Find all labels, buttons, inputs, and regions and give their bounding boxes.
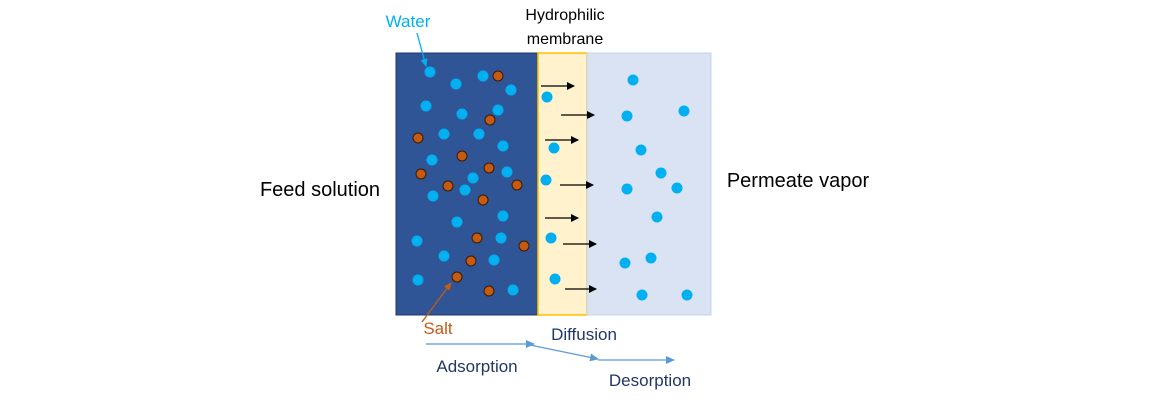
- water-pointer-line: [416, 32, 428, 67]
- water-dot: [651, 211, 663, 223]
- water-dot: [467, 172, 479, 184]
- diffusion-arrow: [529, 344, 599, 362]
- water-dot: [497, 210, 509, 222]
- water-dot: [426, 154, 438, 166]
- water-dot: [492, 104, 504, 116]
- salt-dot: [415, 168, 427, 180]
- salt-dot: [492, 70, 504, 82]
- water-dot: [412, 274, 424, 286]
- water-dot: [497, 140, 509, 152]
- water-dot: [507, 284, 519, 296]
- water-dot: [545, 232, 557, 244]
- salt-pointer-line: [421, 282, 452, 323]
- water-dot: [438, 250, 450, 262]
- salt-dot: [511, 179, 523, 191]
- salt-dot: [456, 150, 468, 162]
- adsorption-label: Adsorption: [436, 357, 517, 376]
- salt-dot: [442, 180, 454, 192]
- salt-dot: [451, 271, 463, 283]
- diffusion-label: Diffusion: [551, 325, 617, 344]
- water-dot: [678, 105, 690, 117]
- permeate-region: [586, 52, 712, 316]
- flux-arrows: [541, 82, 597, 293]
- water-dot: [495, 232, 507, 244]
- water-molecules-permeate: [619, 74, 693, 301]
- water-dot: [451, 216, 463, 228]
- salt-ions-feed: [412, 70, 530, 297]
- salt-dot: [484, 114, 496, 126]
- water-molecules-membrane: [540, 91, 561, 285]
- water-dot: [450, 78, 462, 90]
- desorption-label: Desorption: [609, 371, 691, 390]
- water-dot: [621, 110, 633, 122]
- water-dot: [505, 84, 517, 96]
- water-dot: [671, 182, 683, 194]
- water-dot: [619, 257, 631, 269]
- water-dot: [636, 289, 648, 301]
- water-label: Water: [386, 12, 431, 31]
- salt-dot: [471, 232, 483, 244]
- water-dot: [488, 254, 500, 266]
- membrane-label-line2: membrane: [527, 31, 604, 48]
- water-dot: [540, 174, 552, 186]
- feed-solution-label: Feed solution: [260, 179, 380, 201]
- water-dot: [549, 273, 561, 285]
- water-dot: [655, 167, 667, 179]
- water-dot: [473, 128, 485, 140]
- water-dot: [645, 252, 657, 264]
- water-dot: [459, 184, 471, 196]
- water-dot: [501, 166, 513, 178]
- water-dot: [681, 289, 693, 301]
- water-dot: [411, 235, 423, 247]
- salt-dot: [465, 255, 477, 267]
- water-dot: [548, 142, 560, 154]
- salt-dot: [483, 162, 495, 174]
- water-dot: [424, 66, 436, 78]
- salt-label: Salt: [423, 319, 453, 338]
- water-dot: [627, 74, 639, 86]
- water-dot: [420, 100, 432, 112]
- water-dot: [621, 183, 633, 195]
- water-dot: [541, 91, 553, 103]
- water-dot: [438, 128, 450, 140]
- membrane-label-line1: Hydrophilic: [525, 7, 604, 24]
- water-dot: [427, 190, 439, 202]
- water-dot: [477, 70, 489, 82]
- water-molecules-feed: [411, 66, 519, 296]
- salt-dot: [483, 285, 495, 297]
- water-dot: [456, 108, 468, 120]
- salt-dot: [477, 194, 489, 206]
- salt-dot: [518, 240, 530, 252]
- water-dot: [635, 144, 647, 156]
- salt-dot: [412, 132, 424, 144]
- permeate-vapor-label: Permeate vapor: [727, 170, 870, 192]
